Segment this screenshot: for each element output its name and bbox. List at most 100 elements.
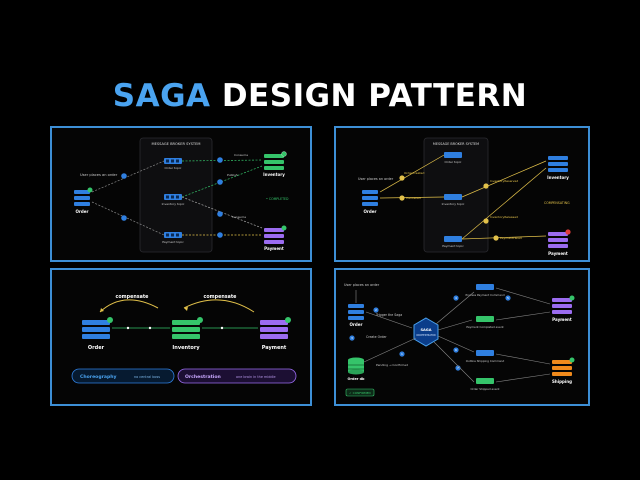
payment-service xyxy=(548,229,571,248)
event-consume-label-2: Consume xyxy=(232,215,246,219)
failed-badge xyxy=(565,229,571,235)
pending-label: Pending → Confirmed xyxy=(376,363,408,367)
connector xyxy=(437,335,475,353)
connector xyxy=(363,337,417,363)
order-topic-node xyxy=(444,152,462,158)
title-accent: SAGA xyxy=(112,78,211,114)
step-marker xyxy=(399,175,405,181)
step-marker xyxy=(453,347,459,353)
event-cancel-label: Cancelled xyxy=(406,196,421,200)
status-label: • COMPLETED xyxy=(266,197,289,201)
link-failed xyxy=(461,235,547,240)
choreography-title: Choreography xyxy=(80,374,117,380)
step-marker xyxy=(483,218,489,224)
event-failed-label: PaymentFailed xyxy=(500,236,522,240)
trigger-label: Trigger the Saga xyxy=(375,313,402,317)
flow-dot xyxy=(148,326,152,330)
compensate-label-left: compensate xyxy=(116,294,150,300)
orchestration-title: Orchestration xyxy=(185,374,221,380)
order-service xyxy=(362,190,378,206)
event-consume-label: Consume xyxy=(234,153,248,157)
connector xyxy=(495,353,551,365)
payment-label: Payment xyxy=(264,246,284,251)
panel-compensating-flow: MESSAGE BROKER SYSTEM User places an ord… xyxy=(334,126,590,262)
step-marker xyxy=(349,335,355,341)
flow-dot xyxy=(220,326,224,330)
create-order-label: Create Order xyxy=(366,335,387,339)
broker-title: MESSAGE BROKER SYSTEM xyxy=(433,142,479,146)
payment-topic-node xyxy=(164,232,182,238)
link-order-created xyxy=(379,154,445,193)
orchestrator-line1: SAGA xyxy=(420,328,431,332)
compensate-arrow-left xyxy=(99,299,159,313)
topic-payment-label: Payment topic xyxy=(442,244,464,248)
title-rest: DESIGN PATTERN xyxy=(221,78,528,114)
panel2-diagram: MESSAGE BROKER SYSTEM User places an ord… xyxy=(358,137,571,256)
order-db-icon xyxy=(348,357,364,375)
panel1-diagram: MESSAGE BROKER SYSTEM User places an ord… xyxy=(74,137,289,253)
panel3-diagram: compensate compensate Order Inventory Pa… xyxy=(71,294,297,384)
topic-order-label: Order topic xyxy=(165,166,182,170)
compensate-label-right: compensate xyxy=(204,294,238,300)
connector xyxy=(437,319,473,331)
order-label: Order xyxy=(88,345,105,351)
step-marker xyxy=(455,365,461,371)
step-marker xyxy=(217,211,223,217)
connector xyxy=(433,341,475,383)
panel-comparison: compensate compensate Order Inventory Pa… xyxy=(50,268,312,406)
order-label: Order xyxy=(76,209,89,214)
step-marker xyxy=(505,295,511,301)
step-marker xyxy=(121,173,127,179)
shipping-service xyxy=(552,357,575,376)
connector xyxy=(495,311,551,321)
orchestrator-line2: ORCHESTRATOR xyxy=(416,334,436,337)
order-service xyxy=(82,317,113,339)
step-marker xyxy=(217,232,223,238)
panel4-diagram: User places an order Order Trigger the S… xyxy=(344,283,575,397)
payment-service xyxy=(264,225,287,244)
inventory-topic-node xyxy=(164,194,182,200)
outline-shipping-label: Outline Shipping Command xyxy=(466,359,505,363)
step-marker xyxy=(483,183,489,189)
step-number: 3 xyxy=(351,336,353,340)
inventory-service xyxy=(172,317,203,339)
choreography-sub: no central boss xyxy=(134,375,160,379)
event-created-label: OrderCreated xyxy=(404,171,424,175)
flow-dot xyxy=(126,326,130,330)
connector xyxy=(435,291,475,325)
inventory-label: Inventory xyxy=(172,345,200,351)
db-label: Order db xyxy=(348,377,366,381)
confirmed-badge xyxy=(345,388,375,397)
inventory-service xyxy=(264,151,287,170)
connector xyxy=(495,287,551,305)
payment-label: Payment xyxy=(552,317,572,322)
link-order-topic xyxy=(91,160,165,193)
user-note: User places an order xyxy=(344,283,380,287)
event-reserved-label: InventoryReserved xyxy=(490,179,518,183)
confirmed-label: ✓ CONFIRMED xyxy=(349,391,371,395)
broker-title: MESSAGE BROKER SYSTEM xyxy=(152,142,201,146)
payment-topic-node xyxy=(444,236,462,242)
payment-service xyxy=(260,317,291,339)
order-topic-node xyxy=(164,158,182,164)
arrowhead xyxy=(184,307,188,311)
topic-inventory-label: Inventory topic xyxy=(162,202,185,206)
orchestration-pill xyxy=(177,368,297,384)
process-payment-label: Process Payment Command xyxy=(465,293,504,297)
event-released-label: InventoryReleased xyxy=(490,215,518,219)
page-title: SAGA DESIGN PATTERN xyxy=(0,78,640,114)
shipping-event-node xyxy=(476,378,494,384)
order-service xyxy=(74,187,93,206)
step-marker xyxy=(453,295,459,301)
orchestrator-hexagon xyxy=(413,317,439,347)
connector xyxy=(495,373,551,383)
step-marker xyxy=(121,215,127,221)
step-number: 6 xyxy=(455,348,457,352)
inventory-service xyxy=(548,156,568,172)
panel-orchestration-flow: User places an order Order Trigger the S… xyxy=(334,268,590,406)
link-released xyxy=(461,167,547,240)
step-marker xyxy=(493,235,499,241)
step-marker xyxy=(217,157,223,163)
panel-choreography-flow: MESSAGE BROKER SYSTEM User places an ord… xyxy=(50,126,312,262)
payment-completed-label: Payment Completed event xyxy=(466,325,504,329)
